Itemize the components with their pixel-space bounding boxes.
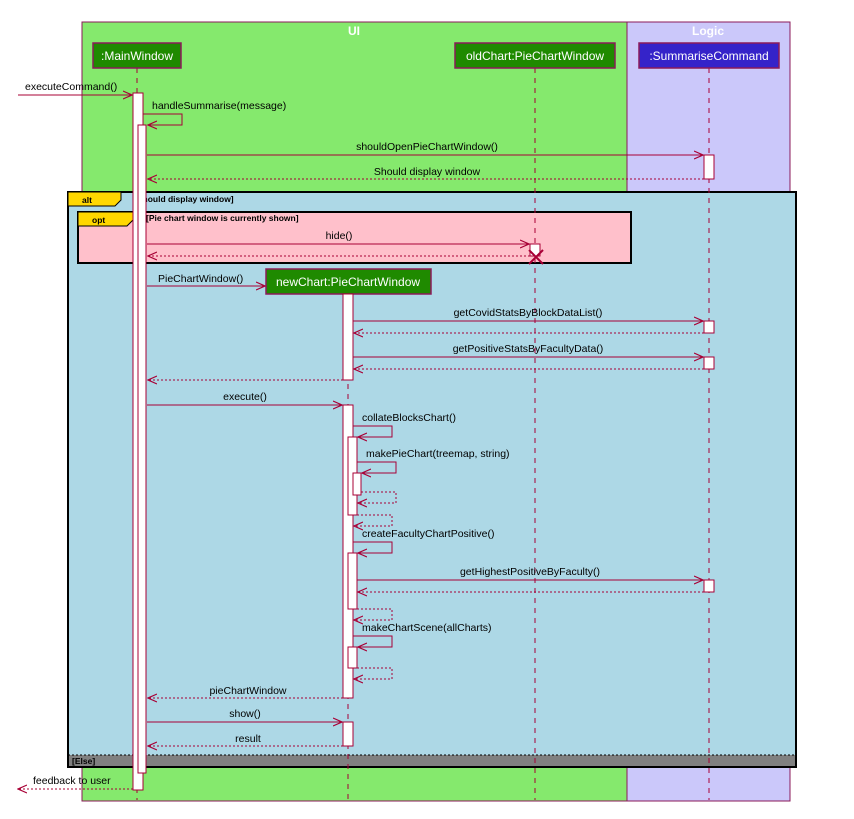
create-faculty-arrow [353,541,393,553]
alt-frame [67,191,797,768]
summarise-command-participant-label: :SummariseCommand [649,49,768,63]
get-covid-stats-label: getCovidStatsByBlockDataList() [454,307,603,319]
make-pie-chart-label: makePieChart(treemap, string) [366,448,510,460]
main-window-participant [92,42,182,69]
make-chart-scene-return [354,667,393,679]
execute-label: execute() [223,391,267,403]
make-chart-scene-label: makeChartScene(allCharts) [362,622,492,634]
get-positive-stats-label: getPositiveStatsByFacultyData() [453,343,604,355]
ui-lane-title: UI [348,24,360,38]
opt-frame-tab [77,211,134,227]
pie-chart-window-create-label: PieChartWindow() [158,273,243,285]
create-faculty-label: createFacultyChartPositive() [362,528,494,540]
make-chart-scene-activation [347,646,358,669]
old-chart-participant [454,42,616,69]
create-faculty-return [354,608,393,620]
summarise-activation-3 [703,356,715,370]
alt-frame-tab [67,191,122,207]
get-highest-label: getHighestPositiveByFaculty() [460,566,600,578]
collate-blocks-return [354,514,393,526]
make-pie-chart-activation [352,472,362,496]
new-chart-activation-execute [342,404,354,699]
make-pie-chart-arrow [357,461,397,473]
new-chart-participant [265,268,432,295]
show-activation [342,721,354,747]
alt-frame-label: alt [82,195,92,205]
hide-label: hide() [326,230,353,242]
logic-lane-title: Logic [692,24,724,38]
should-display-label: Should display window [374,166,481,178]
collate-blocks-label: collateBlocksChart() [362,412,456,424]
show-label: show() [229,708,261,720]
old-chart-participant-label: oldChart:PieChartWindow [466,49,604,63]
handle-summarise-label: handleSummarise(message) [152,100,286,112]
collate-blocks-arrow [353,425,393,437]
summarise-command-participant [638,42,780,69]
should-open-label: shouldOpenPieChartWindow() [356,141,498,153]
opt-frame-guard: [Pie chart window is currently shown] [146,213,299,223]
summarise-activation-4 [703,579,715,593]
make-chart-scene-arrow [353,635,393,647]
destroy-marker [528,249,544,265]
handle-summarise-arrow [143,113,183,125]
create-faculty-activation [347,552,358,610]
else-guard: [Else] [72,756,95,766]
new-chart-activation-init [342,293,354,381]
feedback-label: feedback to user [33,775,111,787]
new-chart-participant-label: newChart:PieChartWindow [276,275,420,289]
make-pie-chart-return [358,491,397,503]
main-window-participant-label: :MainWindow [101,49,173,63]
main-window-activation-nested [137,124,147,774]
result-label: result [235,733,261,745]
alt-frame-guard: [Should display window] [134,194,234,204]
pie-chart-window-return-label: pieChartWindow [209,685,286,697]
summarise-activation-1 [703,154,715,180]
execute-command-label: executeCommand() [25,81,117,93]
else-separator [69,755,795,766]
summarise-activation-2 [703,320,715,334]
opt-frame-label: opt [92,215,105,225]
